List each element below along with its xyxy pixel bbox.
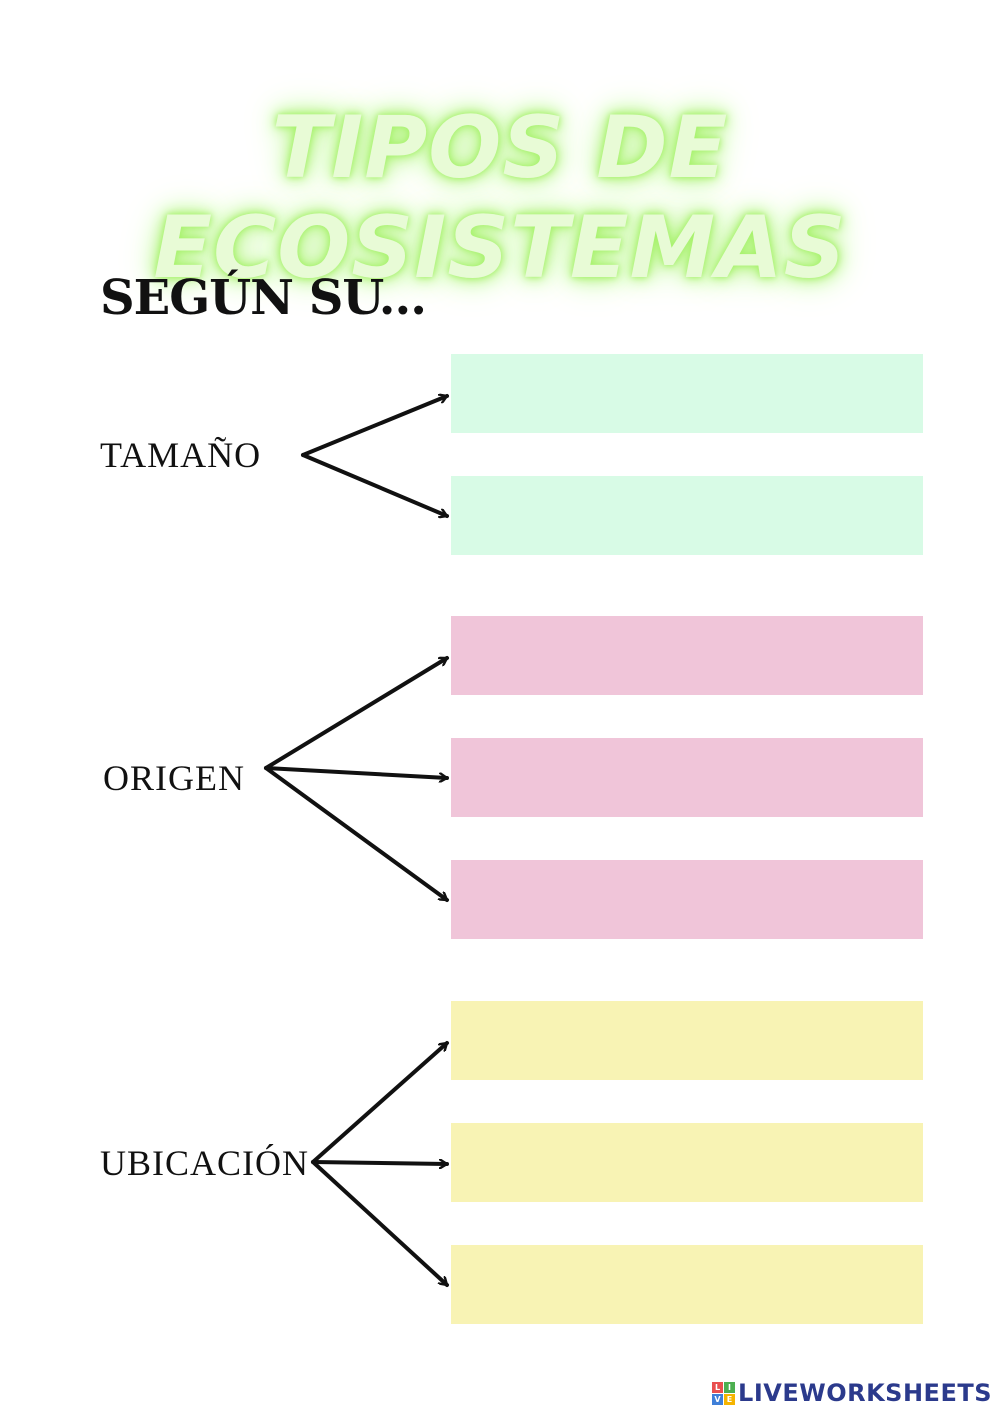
answer-box-ubicacion-1[interactable] [451, 1001, 923, 1080]
answer-box-ubicacion-3[interactable] [451, 1245, 923, 1324]
liveworksheets-logo-icon: L I V E [712, 1381, 736, 1405]
category-label-ubicacion: UBICACIÓN [100, 1143, 310, 1183]
answer-box-origen-2[interactable] [451, 738, 923, 817]
arrow-ubicacion-1 [311, 1041, 449, 1164]
answer-box-origen-1[interactable] [451, 616, 923, 695]
category-label-tamano: TAMAÑO [100, 435, 262, 475]
arrow-origen-1 [264, 656, 449, 770]
answer-box-ubicacion-2[interactable] [451, 1123, 923, 1202]
answer-box-origen-3[interactable] [451, 860, 923, 939]
arrow-ubicacion-2 [311, 1162, 447, 1164]
arrow-tamano-1 [301, 396, 447, 457]
logo-cell: E [724, 1393, 736, 1405]
liveworksheets-logo: L I V E LIVEWORKSHEETS [712, 1376, 992, 1410]
page-title: TIPOS DE ECOSISTEMAS [153, 98, 847, 298]
arrow-origen-3 [264, 766, 449, 902]
logo-cell: L [712, 1381, 724, 1393]
arrow-origen-2 [264, 766, 447, 778]
arrow-ubicacion-3 [311, 1160, 449, 1287]
answer-box-tamano-1[interactable] [451, 354, 923, 433]
arrow-tamano-2 [301, 453, 447, 516]
logo-cell: V [712, 1393, 724, 1405]
liveworksheets-brand: LIVEWORKSHEETS [738, 1379, 992, 1407]
category-label-origen: ORIGEN [103, 758, 245, 798]
logo-cell: I [724, 1381, 736, 1393]
section-subtitle: SEGÚN SU... [100, 270, 427, 326]
answer-box-tamano-2[interactable] [451, 476, 923, 555]
